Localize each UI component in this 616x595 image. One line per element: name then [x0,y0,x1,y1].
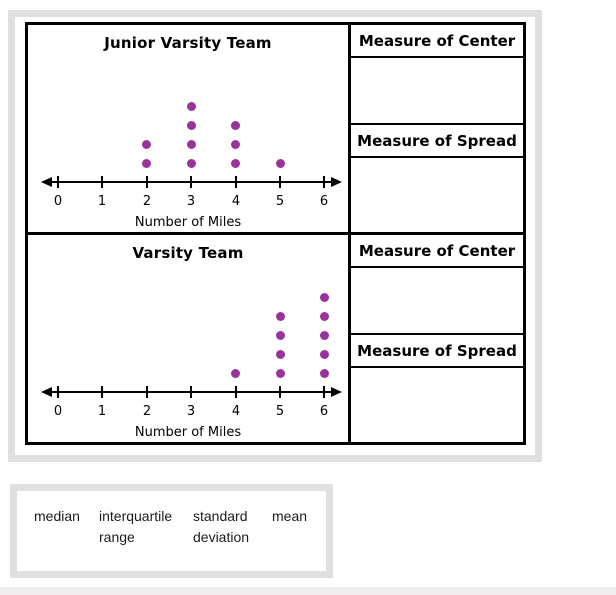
jv-spread-answer-cell[interactable] [351,158,523,232]
axis-label: Number of Miles [134,215,242,230]
word-tile-interquartile-range[interactable]: interquartile range [99,508,173,545]
axis-right-arrow-icon [331,387,342,397]
measure-of-center-header: Measure of Center [351,235,523,268]
varsity-center-answer-cell[interactable] [351,268,523,335]
axis-tick [190,386,192,398]
axis-tick-label: 3 [186,194,196,209]
axis-left-arrow-icon [41,387,52,397]
data-dot [320,350,329,359]
junior-varsity-dot-plot: Junior Varsity Team Number of Miles 0 1 2 3… [28,25,351,232]
word-tile-median[interactable]: median [34,508,80,524]
axis-tick [57,176,59,188]
varsity-dot-plot: Varsity Team Number of Miles 0 1 2 3 4 5 6 [28,235,351,442]
axis-tick-label: 0 [53,404,63,419]
jv-center-answer-cell[interactable] [351,58,523,125]
measure-of-spread-header: Measure of Spread [351,125,523,158]
axis-tick [101,176,103,188]
junior-varsity-row: Junior Varsity Team Number of Miles 0 1 2 3… [28,25,523,235]
varsity-row: Varsity Team Number of Miles 0 1 2 3 4 5 6 Mea… [28,235,523,442]
axis-tick [235,176,237,188]
data-dot [142,159,151,168]
axis-tick [146,386,148,398]
varsity-spread-answer-cell[interactable] [351,368,523,442]
word-tile-mean[interactable]: mean [272,508,308,524]
axis-tick-label: 5 [275,404,285,419]
plot-title: Junior Varsity Team [104,34,272,52]
data-dot [276,312,285,321]
page-bottom-band [0,587,616,595]
data-dot [231,369,240,378]
data-dot [276,331,285,340]
word-tile-standard-deviation[interactable]: standard deviation [193,508,250,545]
axis-tick-label: 2 [142,194,152,209]
axis-tick [57,386,59,398]
data-dot [320,293,329,302]
axis-tick [101,386,103,398]
axis-tick [323,386,325,398]
data-dot [320,331,329,340]
data-dot [320,369,329,378]
axis-tick-label: 0 [53,194,63,209]
data-dot [142,140,151,149]
data-dot [187,159,196,168]
data-dot [231,121,240,130]
axis-tick-label: 3 [186,404,196,419]
activity-table: Junior Varsity Team Number of Miles 0 1 2 3… [25,22,526,445]
axis-left-arrow-icon [41,177,52,187]
axis-tick [235,386,237,398]
axis-tick [146,176,148,188]
data-dot [187,121,196,130]
axis-label: Number of Miles [134,425,242,440]
axis-tick [279,386,281,398]
axis-tick-label: 6 [319,194,329,209]
measure-of-spread-header: Measure of Spread [351,335,523,368]
data-dot [320,312,329,321]
axis-tick-label: 1 [97,194,107,209]
axis-tick-label: 2 [142,404,152,419]
axis-tick-label: 4 [231,194,241,209]
axis-tick [279,176,281,188]
axis-tick-label: 5 [275,194,285,209]
axis-tick-label: 4 [231,404,241,419]
data-dot [231,159,240,168]
junior-varsity-measures: Measure of Center Measure of Spread [351,25,523,232]
axis-tick [190,176,192,188]
axis-tick-label: 6 [319,404,329,419]
axis-tick-label: 1 [97,404,107,419]
varsity-measures: Measure of Center Measure of Spread [351,235,523,442]
plot-title: Varsity Team [132,244,244,262]
data-dot [231,140,240,149]
axis-tick [323,176,325,188]
data-dot [187,140,196,149]
word-bank: median interquartile range standard devi… [10,484,333,578]
dot-plot-activity-frame: Junior Varsity Team Number of Miles 0 1 2 3… [8,10,542,462]
data-dot [187,102,196,111]
measure-of-center-header: Measure of Center [351,25,523,58]
data-dot [276,350,285,359]
data-dot [276,159,285,168]
data-dot [276,369,285,378]
axis-right-arrow-icon [331,177,342,187]
